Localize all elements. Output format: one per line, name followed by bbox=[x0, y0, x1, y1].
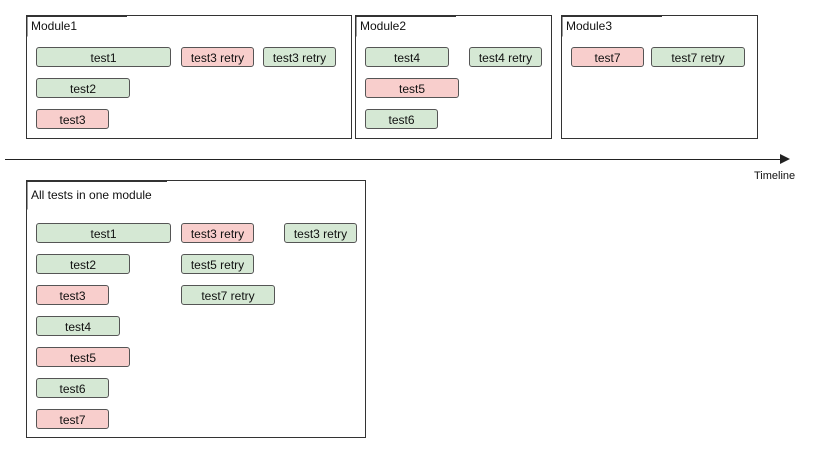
combined-test-4: test5 retry bbox=[181, 254, 254, 274]
timeline-arrowhead bbox=[780, 154, 790, 164]
combined-test-3: test2 bbox=[36, 254, 130, 274]
combined-test-5: test3 bbox=[36, 285, 109, 305]
module1-test-3: test2 bbox=[36, 78, 130, 98]
module3-test-1: test7 retry bbox=[651, 47, 745, 67]
module1-test-4: test3 bbox=[36, 109, 109, 129]
timeline-label: Timeline bbox=[754, 170, 796, 182]
module1-test-1: test3 retry bbox=[181, 47, 254, 67]
timeline-axis bbox=[5, 159, 783, 160]
module3-frame: Module3 test7 test7 retry bbox=[561, 15, 758, 139]
combined-test-0: test1 bbox=[36, 223, 171, 243]
module1-label: Module1 bbox=[26, 16, 127, 37]
module3-label: Module3 bbox=[561, 16, 662, 37]
module2-label: Module2 bbox=[355, 16, 456, 37]
module2-test-3: test6 bbox=[365, 109, 438, 129]
combined-module-frame: All tests in one module test1 test3 retr… bbox=[26, 180, 366, 438]
combined-test-10: test7 bbox=[36, 409, 109, 429]
module1-test-2: test3 retry bbox=[263, 47, 336, 67]
combined-test-2: test3 retry bbox=[284, 223, 357, 243]
combined-test-8: test5 bbox=[36, 347, 130, 367]
combined-module-label: All tests in one module bbox=[26, 181, 167, 210]
module2-test-2: test5 bbox=[365, 78, 459, 98]
module2-frame: Module2 test4 test4 retry test5 test6 bbox=[355, 15, 552, 139]
combined-test-6: test7 retry bbox=[181, 285, 275, 305]
module1-frame: Module1 test1 test3 retry test3 retry te… bbox=[26, 15, 352, 139]
module2-test-1: test4 retry bbox=[469, 47, 542, 67]
combined-test-7: test4 bbox=[36, 316, 120, 336]
module3-test-0: test7 bbox=[571, 47, 644, 67]
module2-test-0: test4 bbox=[365, 47, 449, 67]
module1-test-0: test1 bbox=[36, 47, 171, 67]
combined-test-9: test6 bbox=[36, 378, 109, 398]
combined-test-1: test3 retry bbox=[181, 223, 254, 243]
